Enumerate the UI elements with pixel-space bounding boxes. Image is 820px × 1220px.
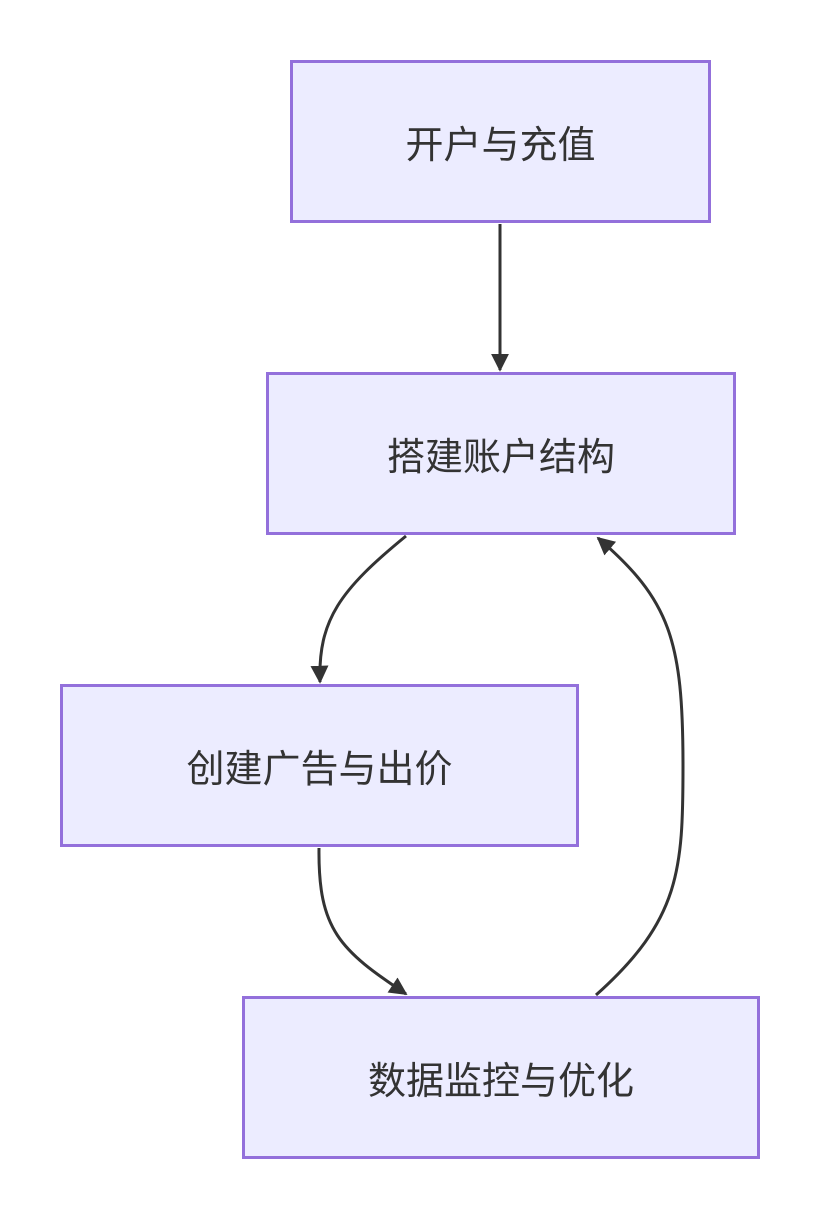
node-data-monitoring-optimization: 数据监控与优化	[242, 996, 760, 1159]
node-label: 开户与充值	[405, 123, 596, 167]
node-build-account-structure: 搭建账户结构	[266, 372, 736, 535]
node-label: 创建广告与出价	[186, 747, 453, 791]
node-label: 数据监控与优化	[367, 1059, 634, 1103]
edge-n2-to-n3	[310, 534, 407, 684]
node-label: 搭建账户结构	[386, 435, 615, 479]
node-open-account: 开户与充值	[290, 60, 711, 223]
edge-n3-to-n4	[317, 847, 408, 996]
edge-n4-to-n2	[595, 536, 685, 997]
node-create-ads-and-bid: 创建广告与出价	[60, 684, 579, 847]
